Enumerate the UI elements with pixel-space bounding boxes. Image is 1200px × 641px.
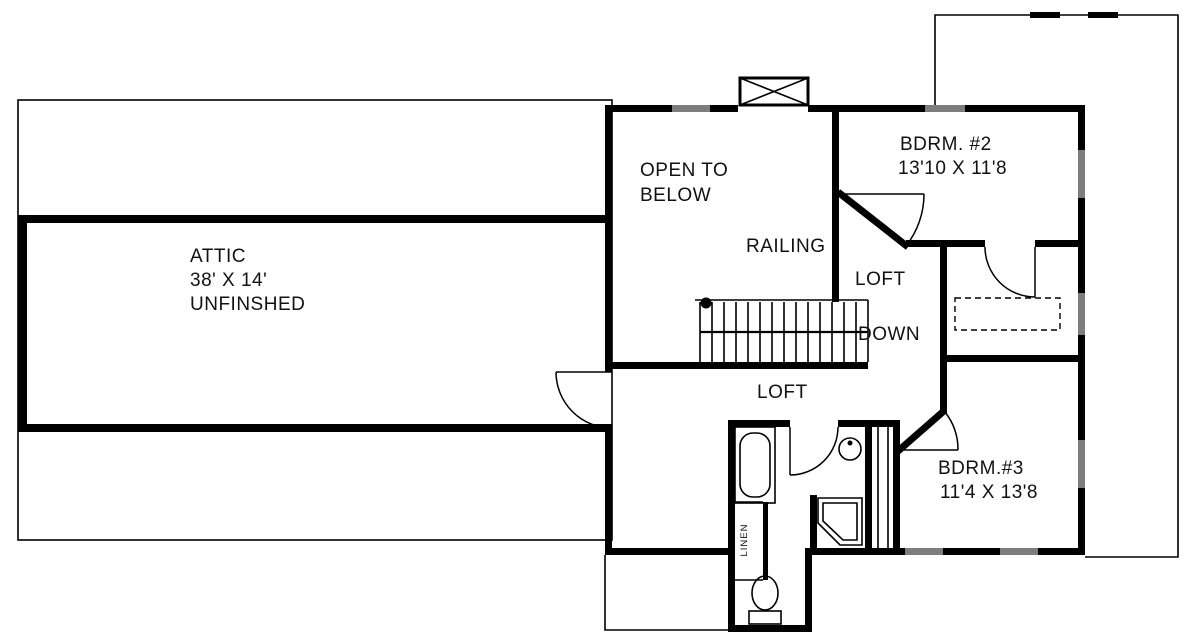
wall-attic-left: [18, 215, 27, 432]
windows: [672, 105, 1085, 555]
bedroom3-dimensions: 11'4 X 13'8: [940, 482, 1038, 503]
chimney-cross-line: [739, 77, 809, 106]
labels: ATTIC 38' X 14' UNFINSHED OPEN TO BELOW …: [190, 134, 1038, 557]
linen-closet-label: LINEN: [739, 524, 750, 557]
linen-closet-lines: [735, 501, 763, 581]
bedroom3-label: BDRM.#3: [938, 458, 1024, 479]
toilet-bowl: [751, 575, 779, 611]
attic-label: ATTIC: [190, 246, 246, 267]
toilet-tank: [748, 610, 782, 625]
railing-label: RAILING: [746, 236, 826, 257]
down-label: DOWN: [858, 324, 920, 345]
shower-outline: [817, 497, 863, 546]
wall-bath-right: [865, 420, 872, 555]
right-roof-outline: [934, 14, 1179, 558]
bedroom2-label: BDRM. #2: [900, 134, 992, 155]
bedroom2-door-arc: [905, 193, 925, 247]
wall-linen-right: [763, 502, 768, 580]
window-segment: [1078, 440, 1085, 488]
bedroom3-door-arc: [944, 411, 959, 451]
window-segment: [1000, 548, 1038, 555]
closet-shelf-dashed: [954, 297, 1061, 331]
wall-main-left-lower: [605, 428, 612, 555]
roof-vent-tick: [1088, 12, 1118, 18]
window-segment: [1078, 150, 1085, 198]
wall-bedroom2-diagonal: [835, 189, 911, 250]
doors: [555, 193, 1036, 476]
closets: [735, 297, 1061, 581]
bathtub-outline: [734, 426, 776, 504]
attic-dimensions: 38' X 14': [190, 270, 267, 291]
wall-bath-top-a: [728, 420, 790, 427]
window-segment: [672, 105, 710, 112]
wall-wc-left: [728, 555, 735, 632]
attic-door-arc: [555, 371, 613, 429]
wall-attic-bottom: [18, 424, 612, 432]
wall-shower-left: [810, 495, 817, 555]
shower-basin: [822, 502, 858, 541]
closet-door-arc: [984, 246, 1036, 298]
stair-newel-post: [700, 297, 712, 309]
wall-under-stairs: [612, 362, 868, 369]
roof-outlines: [17, 12, 1179, 631]
loft-lower-label: LOFT: [757, 382, 808, 403]
wall-wc-bottom: [728, 625, 812, 632]
bathroom-door-arc: [789, 426, 839, 476]
bedroom2-dimensions: 13'10 X 11'8: [898, 158, 1007, 179]
sink-bowl: [838, 437, 862, 461]
wall-bedroom2-bottom-a: [906, 240, 985, 247]
wall-attic-top: [18, 215, 612, 223]
stairs: [695, 297, 869, 362]
bathtub-basin: [739, 432, 771, 498]
attic-note: UNFINSHED: [190, 294, 305, 315]
wall-bottom-right: [805, 548, 1085, 555]
wall-closet-left: [940, 247, 947, 412]
sink-faucet: [847, 440, 853, 446]
wall-bedroom2-bottom-b: [1035, 240, 1085, 247]
hall-closet-shelf-lines: [877, 427, 889, 548]
bathroom-fixtures: [734, 426, 863, 625]
wall-main-left-upper: [605, 105, 612, 372]
wall-bedroom3-diagonal: [894, 407, 948, 455]
window-segment: [925, 105, 965, 112]
wall-bottom-left: [610, 548, 735, 555]
wall-wc-right: [805, 555, 812, 632]
open-to-below-label-line2: BELOW: [640, 185, 711, 206]
wall-bedroom3-left: [893, 420, 900, 548]
loft-upper-label: LOFT: [855, 269, 906, 290]
window-segment: [905, 548, 943, 555]
roof-vent-tick: [1030, 12, 1060, 18]
left-roof-outline: [17, 99, 613, 541]
wall-closet-bottom: [940, 355, 1085, 362]
wall-open-below-right: [832, 105, 839, 302]
bottom-roof-outline: [604, 555, 728, 631]
open-to-below-label-line1: OPEN TO: [640, 160, 728, 181]
wall-bath-left: [728, 420, 735, 555]
chimney: [738, 76, 810, 107]
window-segment: [1078, 293, 1085, 335]
